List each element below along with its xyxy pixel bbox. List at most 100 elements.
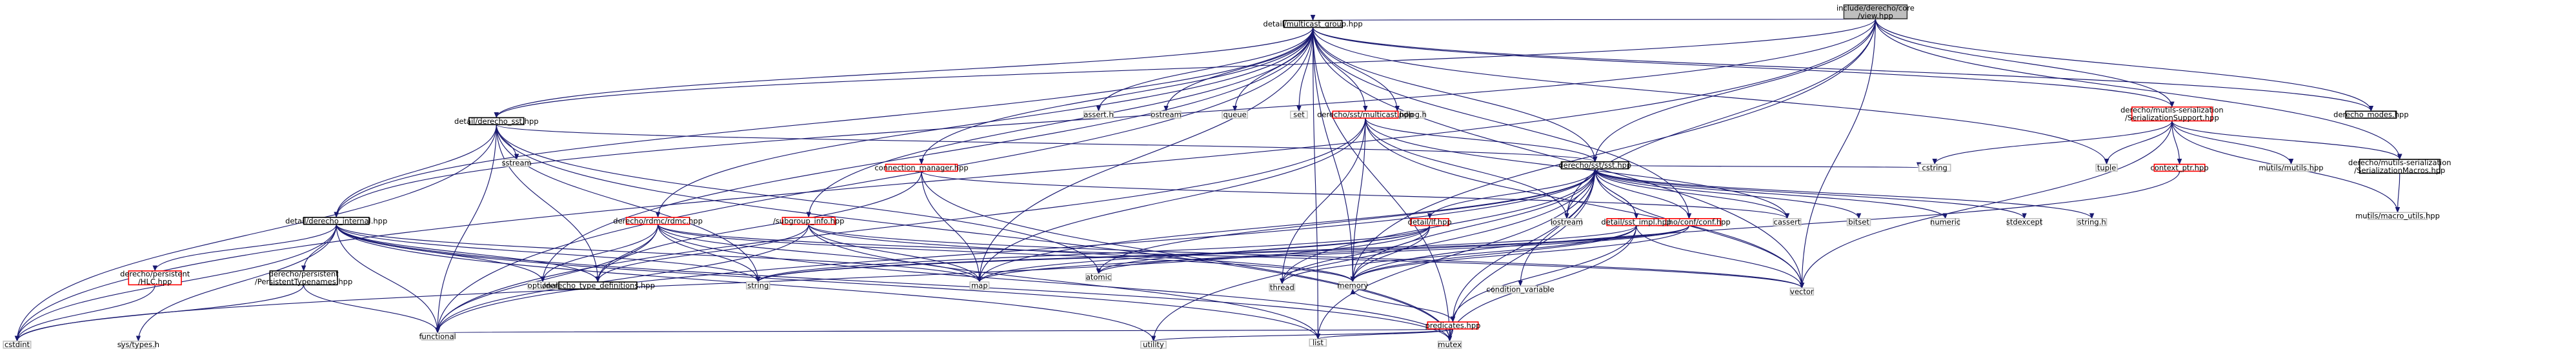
edge-sst-to-vector	[1595, 168, 1802, 288]
node-label-bitset: bitset	[1848, 217, 1869, 226]
node-pers_hlc[interactable]: derecho/persistent/HLC.hpp	[120, 270, 190, 286]
edge-mg-to-tuple	[1313, 27, 2107, 164]
node-label-numeric: numeric	[1930, 217, 1960, 226]
edge-root-to-cstdint	[17, 19, 1876, 341]
node-label-mutils_hpp: mutils/mutils.hpp	[2259, 163, 2323, 172]
node-label-root: include/derecho/core	[1836, 3, 1915, 12]
node-macroutils: mutils/macro_utils.hpp	[2355, 212, 2440, 221]
node-pers_tn[interactable]: derecho/persistent/PersistentTypenames.h…	[255, 270, 352, 286]
node-box-connmgr	[885, 163, 958, 172]
node-box-ssst	[503, 159, 530, 167]
node-box-sstimpl	[1606, 217, 1667, 226]
node-dsst[interactable]: detail/derecho_sst.hpp	[454, 117, 539, 126]
node-box-map	[969, 281, 990, 290]
edge-root-to-memory	[1353, 19, 1876, 282]
edge-sst-to-conf	[1595, 168, 1689, 219]
edge-mg-to-assert	[1099, 27, 1314, 111]
edge-dinternal-to-string	[336, 224, 758, 282]
node-label-ssst: sstream	[501, 158, 531, 167]
edge-sstmc-to-thread	[1282, 117, 1366, 284]
edge-sstmc-to-iostream	[1365, 117, 1567, 219]
node-iostream: iostream	[1551, 217, 1584, 226]
node-label-mutils_ser: derecho/mutils-serialization	[2120, 106, 2224, 115]
node-optional: optional	[527, 281, 558, 290]
node-box-functional	[421, 332, 454, 341]
node-box-list	[1309, 338, 1327, 347]
node-box-root	[1843, 4, 1908, 19]
edge-sst-to-bitset	[1595, 168, 1859, 219]
edge-connmgr-to-map	[921, 171, 980, 282]
edge-lf-to-memory	[1353, 225, 1431, 282]
node-connmgr[interactable]: connection_manager.hpp	[874, 163, 968, 172]
node-root[interactable]: include/derecho/core/view.hpp	[1836, 3, 1915, 20]
node-sermacros[interactable]: derecho/mutils-serialization/Serializati…	[2348, 158, 2451, 175]
edge-mg-to-ostream	[1166, 27, 1314, 111]
node-box-rdmc	[625, 217, 690, 225]
node-box-ostream	[1151, 110, 1182, 119]
node-box-queue	[1222, 110, 1249, 119]
edge-root-to-vector	[1802, 19, 1876, 288]
edge-mutils_ser-to-vector	[1802, 121, 2173, 288]
edge-dinternal-to-pers_tn	[304, 224, 337, 271]
node-predicates[interactable]: predicates.hpp	[1425, 321, 1481, 330]
edge-dinternal-to-systypes	[138, 224, 337, 341]
node-sstmc[interactable]: derecho/sst/multicast.hpp	[1317, 110, 1414, 119]
node-box-ctxptr	[2153, 163, 2206, 172]
edge-sst-to-utility	[1154, 168, 1596, 341]
node-label-set: set	[1293, 110, 1305, 119]
edge-mg-to-vector	[1313, 27, 1802, 288]
node-mutils_hpp: mutils/mutils.hpp	[2259, 163, 2323, 172]
node-label-tuple: tuple	[2097, 163, 2116, 172]
edge-mg-to-mutils_ser	[1313, 27, 2172, 106]
node-label-conf: derecho/conf/conf.hpp	[1647, 217, 1730, 226]
edge-dsst-to-functional	[438, 125, 497, 333]
edge-mg-to-dsst	[496, 27, 1314, 117]
node-subinfo[interactable]: /subgroup_info.hpp	[773, 216, 845, 225]
node-ctxptr[interactable]: context_ptr.hpp	[2151, 163, 2209, 172]
node-box-stringh	[2077, 217, 2108, 226]
edge-sstimpl-to-predicates	[1453, 225, 1637, 322]
node-label-functional: functional	[419, 332, 456, 341]
node-typedefs[interactable]: ./derecho_type_definitions.hpp	[541, 281, 655, 290]
node-rdmc[interactable]: derecho/rdmc/rdmc.hpp	[613, 216, 703, 225]
edge-pers_tn-to-functional	[303, 285, 438, 333]
node-label-list: list	[1313, 338, 1323, 347]
node-box-cassert	[1773, 217, 1802, 226]
node-box-string	[746, 281, 770, 290]
edge-sstimpl-to-string	[758, 225, 1637, 282]
edge-root-to-sermacros	[1875, 19, 2399, 159]
edge-mg-to-dinternal	[336, 27, 1314, 217]
edge-mg-to-connmgr	[921, 27, 1314, 164]
node-mg[interactable]: detail/multicast_group.hpp	[1263, 19, 1363, 28]
node-sst[interactable]: derecho/sst/sst.hpp	[1558, 161, 1631, 170]
node-mutils_ser[interactable]: derecho/mutils-serialization/Serializati…	[2120, 106, 2224, 123]
node-label-thread: thread	[1270, 283, 1294, 292]
edge-dsst-to-dinternal	[336, 125, 497, 217]
edge-conf-to-map	[980, 225, 1690, 282]
edge-mg-to-optional	[543, 27, 1314, 282]
node-ssst: sstream	[501, 158, 531, 167]
edge-root-to-mutils_ser	[1875, 19, 2172, 107]
node-dinternal[interactable]: detail/derecho_internal.hpp	[285, 216, 387, 225]
node-assert: assert.h	[1083, 110, 1114, 119]
edge-root-to-mg	[1313, 19, 1876, 21]
edge-sst-to-stdexcept	[1595, 168, 2024, 219]
node-lf[interactable]: detail/lf.hpp	[1408, 217, 1452, 226]
node-box-cstdint	[3, 340, 32, 349]
node-sstimpl[interactable]: detail/sst_impl.hpp	[1601, 217, 1671, 226]
node-stringh: string.h	[2077, 217, 2108, 226]
edge-sstmc-to-map	[980, 117, 1366, 282]
node-modes[interactable]: derecho_modes.hpp	[2333, 110, 2408, 119]
node-box-condvar	[1492, 285, 1549, 294]
node-label-optional: optional	[528, 281, 558, 290]
edge-mg-to-modes	[1313, 27, 2371, 111]
node-box-thread	[1269, 283, 1296, 292]
edge-dinternal-to-list	[336, 224, 1318, 339]
node-label-typedefs: ./derecho_type_definitions.hpp	[541, 281, 655, 290]
edge-sstimpl-to-memory	[1353, 225, 1637, 282]
node-box-sstmc	[1332, 110, 1399, 119]
edge-dsst-to-typedefs	[496, 125, 598, 282]
node-box-iostream	[1551, 217, 1582, 226]
edge-mutils_ser-to-tuple	[2107, 121, 2173, 165]
